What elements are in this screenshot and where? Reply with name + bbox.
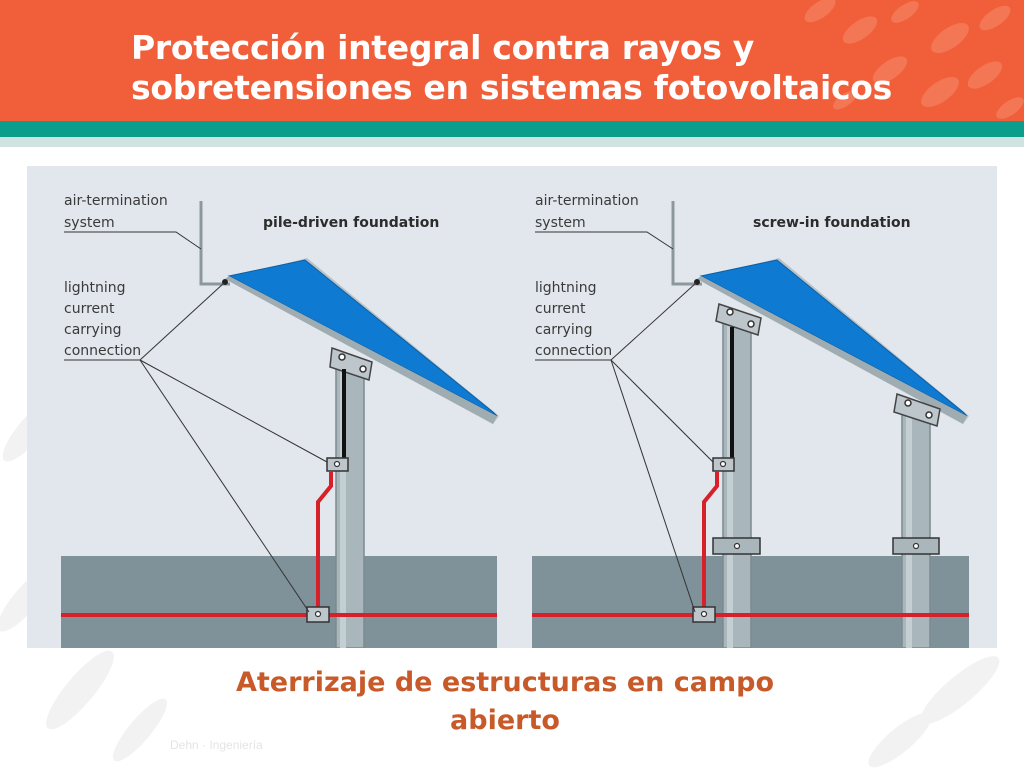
diagram-left: air-termination system pile-driven found…	[61, 193, 499, 648]
red-conductor-right	[702, 471, 719, 613]
grounding-diagram: air-termination system pile-driven found…	[27, 166, 997, 648]
bolt-icon	[719, 460, 727, 468]
bolt-icon	[733, 542, 741, 550]
header-decoration	[804, 0, 1024, 119]
air-termination-rod-left	[199, 201, 230, 286]
slide-header: Protección integral contra rayos y sobre…	[0, 0, 1024, 121]
front-post-highlight	[727, 321, 733, 648]
leader-line	[139, 359, 328, 463]
leader-line	[535, 231, 674, 250]
slide-title: Protección integral contra rayos y sobre…	[131, 28, 892, 108]
connection-label-line-3: carrying	[64, 322, 121, 338]
bolt-icon	[338, 353, 346, 361]
connection-label-line-4: connection	[64, 343, 141, 359]
air-termination-label-line-2: system	[535, 215, 586, 231]
footer-watermark: Dehn · Ingeniería	[170, 738, 263, 752]
rear-post-highlight	[906, 411, 912, 648]
diagram-right: air-termination system screw-in foundati…	[532, 193, 969, 648]
panel-edge-left	[225, 276, 497, 424]
leader-line	[610, 359, 696, 613]
caption-line-1: Aterrizaje de estructuras en campo	[235, 667, 775, 698]
slide-caption: Aterrizaje de estructuras en campo abier…	[200, 664, 810, 740]
air-termination-label-line-2: system	[64, 215, 115, 231]
air-termination-rod-right	[671, 201, 702, 286]
bolt-icon	[333, 460, 341, 468]
bolt-icon	[747, 320, 755, 328]
connection-label-line-1: lightning	[535, 280, 597, 296]
leader-line	[64, 231, 202, 250]
bolt-icon	[359, 365, 367, 373]
leader-line	[610, 282, 697, 361]
air-termination-label-line-1: air-termination	[64, 193, 168, 209]
leader-line	[139, 359, 310, 613]
bolt-icon	[700, 610, 708, 618]
slide-title-line-1: Protección integral contra rayos y	[131, 28, 754, 67]
connection-label-line-1: lightning	[64, 280, 126, 296]
connection-label-line-4: connection	[535, 343, 612, 359]
ground-left	[61, 556, 497, 648]
post-left-highlight	[340, 366, 346, 648]
bolt-icon	[726, 308, 734, 316]
bolt-icon	[904, 399, 912, 407]
foundation-label: pile-driven foundation	[263, 215, 439, 231]
connection-label-line-2: current	[64, 301, 115, 317]
caption-line-2: abierto	[450, 705, 560, 736]
leader-line	[139, 282, 225, 361]
panel-edge-right	[697, 276, 967, 424]
bolt-icon	[912, 542, 920, 550]
foundation-label: screw-in foundation	[753, 215, 911, 231]
connection-label-line-2: current	[535, 301, 586, 317]
slide-title-line-2: sobretensiones en sistemas fotovoltaicos	[131, 68, 892, 107]
bolt-icon	[925, 411, 933, 419]
header-gray-stripe	[0, 137, 1024, 147]
air-termination-label-line-1: air-termination	[535, 193, 639, 209]
header-teal-stripe	[0, 121, 1024, 137]
red-conductor-left	[316, 471, 333, 613]
connection-label-line-3: carrying	[535, 322, 592, 338]
leader-line	[610, 359, 714, 463]
bolt-icon	[314, 610, 322, 618]
